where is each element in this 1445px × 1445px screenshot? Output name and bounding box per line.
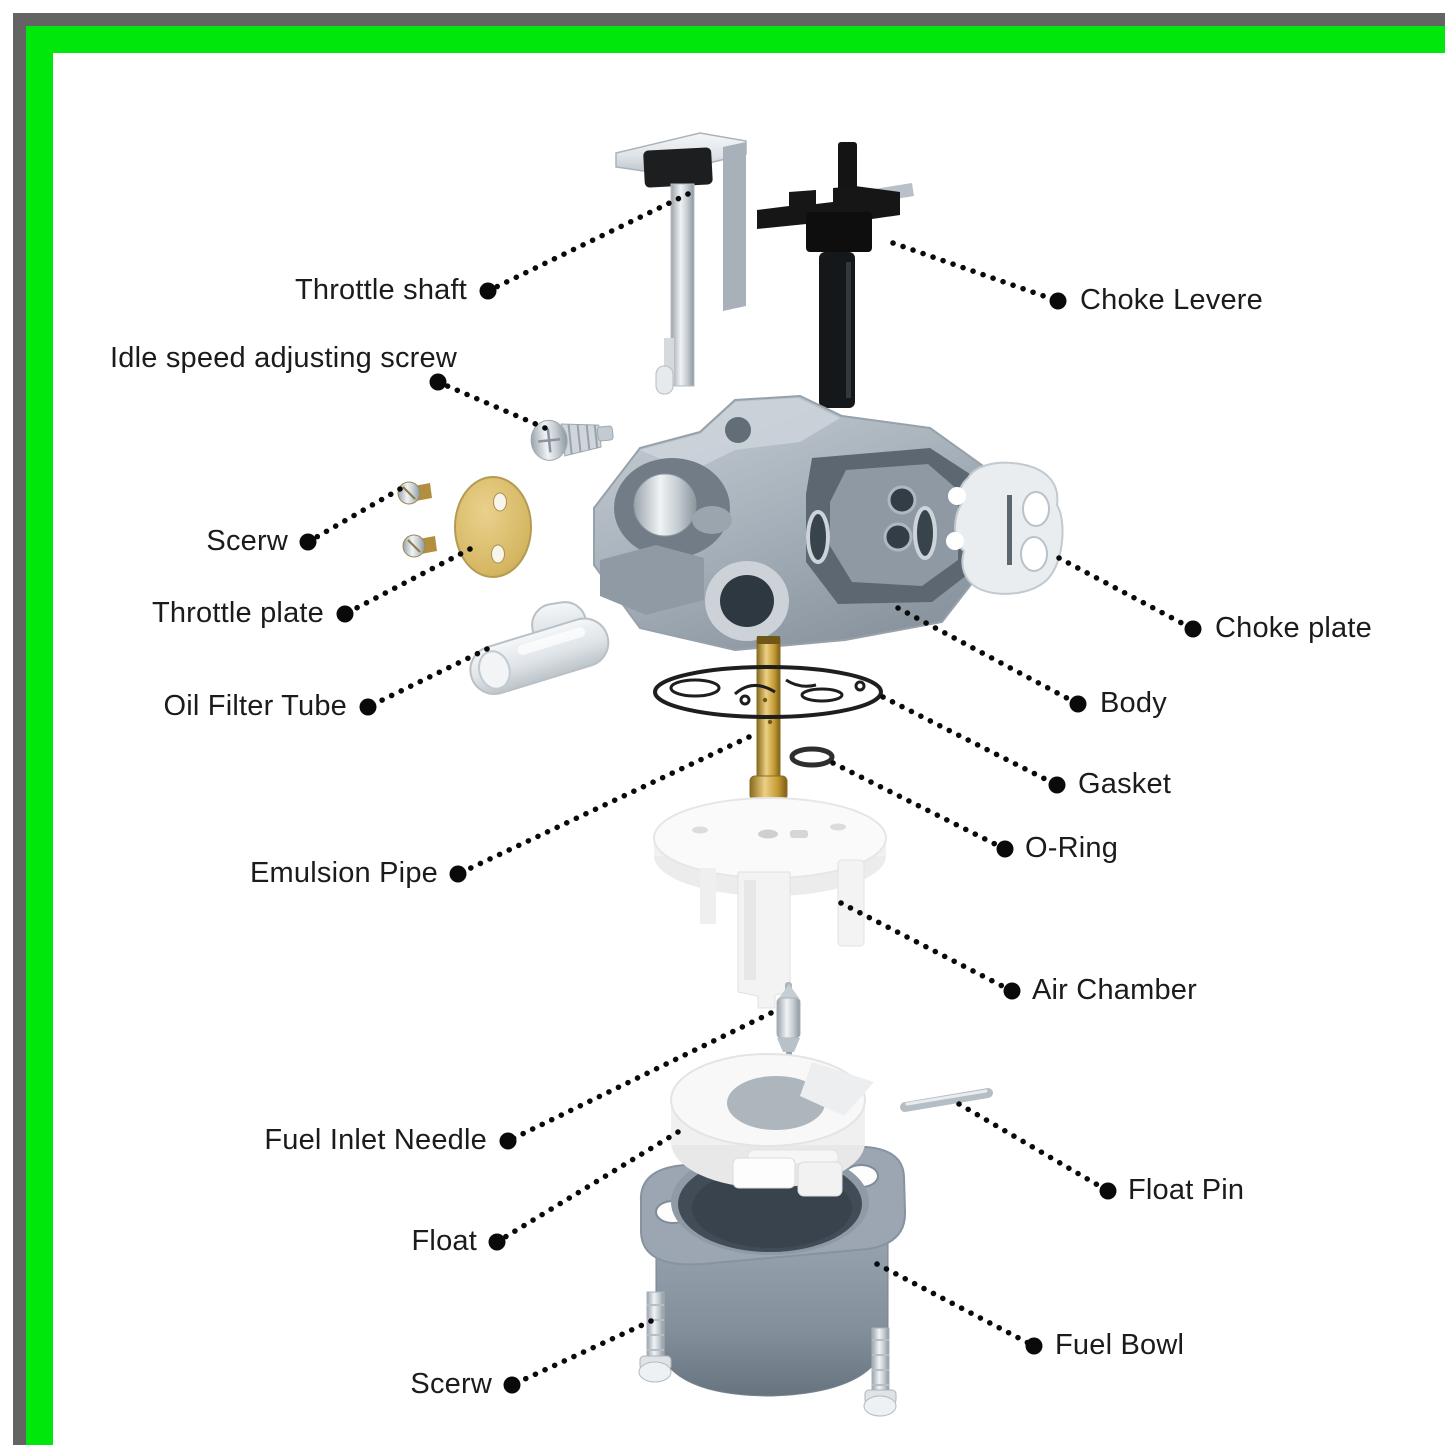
label-dot-fuel-bowl	[1025, 1337, 1043, 1355]
air-chamber-part	[653, 797, 887, 1009]
leader-line-body	[895, 605, 1081, 707]
leader-line-float	[494, 1129, 681, 1245]
gasket-part	[653, 665, 883, 719]
throttle-plate-part	[454, 476, 532, 578]
leader-line-screw-bottom	[509, 1318, 654, 1388]
label-dot-choke-lever	[1049, 292, 1067, 310]
idle-speed-adjusting-screw-part	[530, 419, 614, 461]
label-dot-emulsion-pipe	[449, 865, 467, 883]
label-dot-air-chamber	[1003, 982, 1021, 1000]
leader-line-oil-filter-tube	[365, 646, 490, 710]
throttle-shaft-part	[615, 132, 747, 395]
label-dot-screw-top	[299, 533, 317, 551]
label-dot-choke-plate	[1184, 620, 1202, 638]
label-dot-float-pin	[1099, 1182, 1117, 1200]
frame-border-gray-top	[13, 13, 1445, 26]
leader-line-choke-lever	[890, 240, 1061, 304]
leader-line-air-chamber	[838, 900, 1015, 994]
leader-lines-layer	[299, 191, 1202, 1394]
leader-line-fuel-inlet-needle	[505, 1010, 774, 1144]
emulsion-pipe-part	[749, 636, 788, 810]
label-dot-fuel-inlet-needle	[499, 1132, 517, 1150]
plate-screws-part	[397, 481, 437, 558]
leader-line-screw-top	[305, 486, 403, 545]
frame-border-green-left	[26, 26, 53, 1445]
label-dot-float	[488, 1233, 506, 1251]
oil-filter-tube-part	[469, 601, 610, 695]
o-ring-part	[789, 746, 835, 768]
leader-line-idle-speed-adjusting-screw	[435, 379, 548, 431]
label-dot-gasket	[1048, 776, 1066, 794]
leader-line-emulsion-pipe	[455, 734, 752, 877]
leader-line-throttle-shaft	[485, 191, 691, 294]
float-part	[670, 1053, 874, 1197]
leader-line-fuel-bowl	[874, 1261, 1037, 1349]
choke-plate-part	[946, 461, 1064, 595]
choke-lever-part	[757, 142, 914, 408]
leader-line-gasket	[880, 694, 1060, 788]
label-dot-body	[1069, 695, 1087, 713]
carburetor-body-part	[593, 394, 992, 652]
label-dot-throttle-shaft	[479, 282, 497, 300]
bowl-screw-left-part	[638, 1291, 672, 1383]
leader-line-float-pin	[956, 1101, 1111, 1194]
frame-border-gray-left	[13, 13, 26, 1445]
bowl-screw-right-part	[863, 1327, 897, 1417]
label-dot-throttle-plate	[336, 605, 354, 623]
label-dot-oil-filter-tube	[359, 698, 377, 716]
float-pin-part	[900, 1088, 993, 1112]
label-dot-o-ring	[996, 840, 1014, 858]
leader-line-throttle-plate	[342, 546, 473, 617]
label-dot-screw-bottom	[503, 1376, 521, 1394]
frame-border-green-top	[26, 26, 1445, 53]
label-dot-idle-speed-adjusting-screw	[429, 373, 447, 391]
leader-line-choke-plate	[1056, 555, 1196, 632]
leader-line-o-ring	[830, 760, 1008, 852]
